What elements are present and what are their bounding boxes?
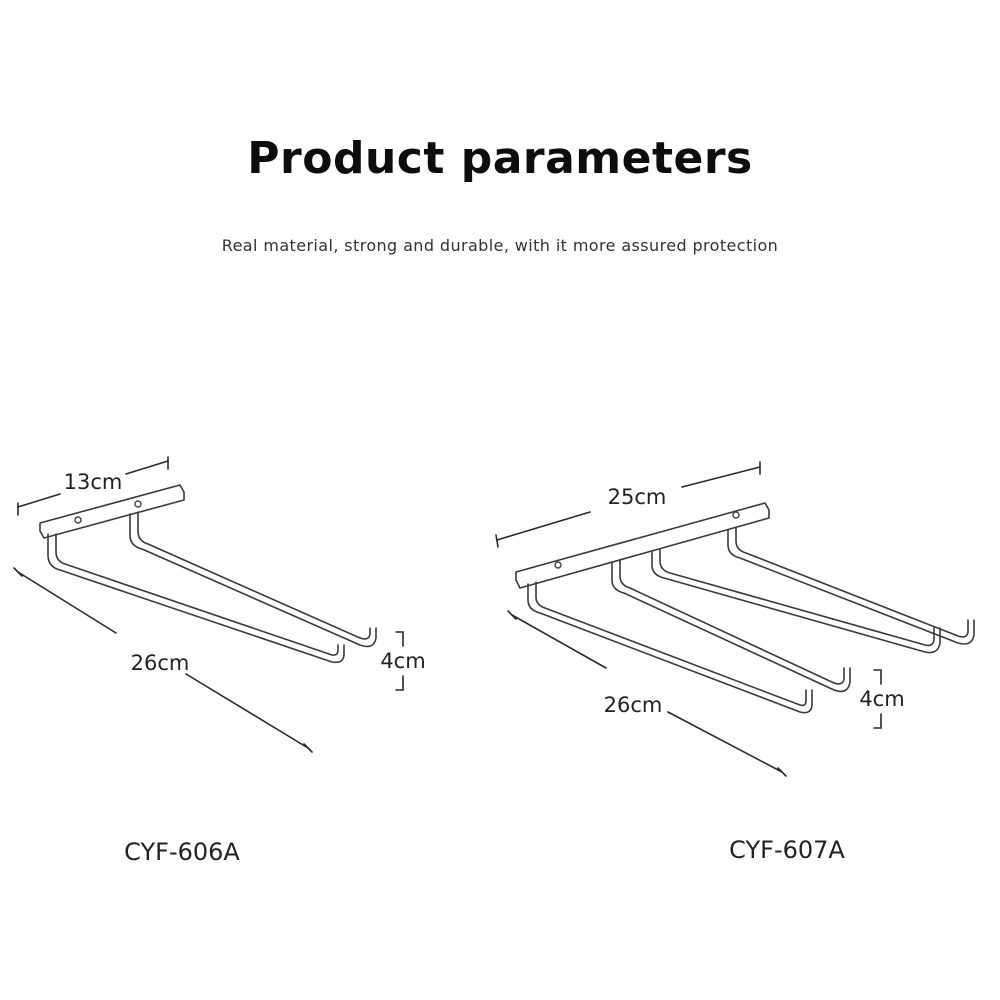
length-label: 26cm	[131, 651, 190, 675]
model-label: CYF-607A	[729, 836, 845, 864]
height-label: 4cm	[380, 649, 425, 673]
hanger-rail-1	[527, 583, 813, 714]
hanger-rail-left-inner	[55, 533, 339, 656]
hanger-rail-2	[611, 561, 851, 693]
hanger-rail-right	[129, 513, 377, 648]
hanger-rail-3	[651, 551, 941, 654]
page-title: Product parameters	[247, 133, 753, 184]
length-dimension-line	[13, 567, 313, 753]
screw-hole	[134, 500, 142, 508]
mounting-plate	[515, 502, 770, 589]
hanger-rail-1-inner	[535, 581, 807, 707]
height-dimension-line	[395, 631, 404, 691]
screw-hole	[732, 511, 740, 519]
width-dimension-line	[495, 461, 761, 548]
height-dimension-line	[873, 669, 882, 729]
page-subtitle: Real material, strong and durable, with …	[221, 236, 779, 255]
hanger-rail-4	[727, 529, 975, 645]
width-label: 25cm	[608, 485, 667, 509]
width-dimension-line	[17, 456, 169, 516]
mounting-plate	[39, 484, 185, 539]
length-dimension-line	[507, 610, 787, 777]
length-label: 26cm	[604, 693, 663, 717]
hanger-rail-right-inner	[137, 511, 371, 640]
hanger-rail-left	[47, 533, 345, 664]
product-diagram-cyf-607a: 25cm 26cm 4cm CYF-607A	[495, 461, 975, 864]
product-diagram-cyf-606a: 13cm 26cm 4cm CYF-606A	[13, 456, 426, 866]
width-label: 13cm	[64, 470, 123, 494]
hanger-rail-2-inner	[619, 559, 845, 685]
height-label: 4cm	[859, 687, 904, 711]
hanger-rail-3-inner	[659, 549, 935, 647]
hanger-rail-4-inner	[735, 527, 969, 638]
screw-hole	[554, 561, 562, 569]
model-label: CYF-606A	[124, 838, 240, 866]
screw-hole	[74, 516, 82, 524]
